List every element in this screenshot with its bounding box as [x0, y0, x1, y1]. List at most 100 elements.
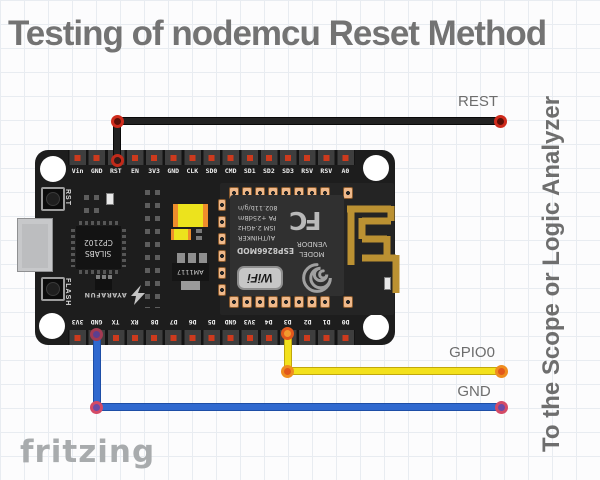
via-column	[145, 190, 160, 308]
gpio0-wire-pin-connector	[281, 327, 294, 340]
regulator-tab	[181, 281, 200, 290]
castellated-pad	[255, 296, 265, 308]
pin-label: SD1	[243, 167, 256, 175]
pin-label: D4	[264, 318, 273, 326]
rest-wire-bendpoint	[111, 115, 124, 128]
leg	[188, 253, 196, 264]
pin-label: GND	[224, 318, 237, 326]
smd-part	[106, 193, 114, 205]
gnd-wire-horizontal	[93, 403, 506, 411]
ai-thinker-swirl-icon	[302, 263, 332, 293]
pin-label: D1	[322, 318, 331, 326]
castellated-pad	[281, 296, 291, 308]
mounting-hole	[363, 314, 389, 340]
pin-label: SD3	[282, 167, 294, 175]
gpio0-wire-label: GPIO0	[449, 344, 495, 361]
button-cap	[46, 282, 60, 296]
pin-label: D7	[169, 318, 178, 326]
gnd-wire-label: GND	[457, 383, 491, 400]
castellated-pad	[218, 216, 226, 228]
flash-button	[41, 277, 65, 301]
smd-pad	[196, 229, 202, 233]
pin-label: CLK	[186, 167, 199, 175]
capacitor	[173, 204, 208, 227]
pin-label: A0	[341, 167, 350, 175]
pin-label: D3	[284, 318, 292, 326]
spec-line: ESP8266MOD	[237, 246, 294, 255]
castellated-pad	[229, 296, 239, 308]
spec-line: AI/THINKER	[238, 234, 276, 242]
castellated-pad	[242, 296, 252, 308]
pin-label: GND	[90, 318, 103, 326]
vendor-label: VENDOR	[296, 240, 328, 248]
side-note-label: To the Scope or Logic Analyzer	[538, 95, 565, 452]
pin-label: D5	[207, 318, 216, 326]
pin-label: 3V3	[71, 318, 84, 326]
usb-shell	[22, 224, 48, 268]
spec-line: 802.11b/g/n	[238, 204, 278, 212]
pin-label: EN	[131, 167, 139, 175]
usb-bridge-chip: CP2102 SILABS	[76, 226, 121, 269]
mounting-hole	[40, 156, 66, 182]
chip-brand: SILABS	[85, 248, 112, 258]
chip-pins	[79, 270, 119, 274]
pin-label: D8	[150, 318, 159, 326]
spec-line: PA +25dBm	[238, 214, 277, 222]
silkscreen-text: AYARAFUN	[84, 291, 127, 299]
pin-label: D2	[303, 318, 312, 326]
chip-pins	[79, 221, 119, 225]
rest-wire-label: REST	[457, 93, 498, 110]
leg	[108, 275, 112, 279]
regulator-label: AM1117	[177, 268, 204, 276]
pin-label: 3V3	[148, 167, 160, 175]
pin-label: D6	[188, 318, 197, 326]
pin-label: GND	[90, 167, 103, 175]
castellated-pad	[343, 296, 353, 308]
reset-button	[41, 187, 65, 211]
castellated-pad	[218, 233, 226, 245]
pin-label: RSV	[301, 167, 314, 175]
pcb-antenna	[347, 205, 400, 293]
bottom-pin-header	[68, 330, 355, 345]
smd-pad	[196, 236, 202, 240]
fcc-mark: FC	[292, 206, 322, 235]
model-label: MODEL	[299, 250, 325, 258]
gnd-wire-pin-connector	[90, 328, 103, 341]
gpio0-wire-horizontal	[284, 367, 506, 375]
voltage-regulator: AM1117	[172, 263, 209, 281]
spec-line: ISM 2.4GHz	[238, 224, 276, 232]
castellated-pad	[218, 284, 226, 296]
castellated-pad	[218, 267, 226, 279]
gnd-wire-bendpoint	[90, 401, 103, 414]
wifi-badge-text: WiFi	[247, 271, 273, 285]
mounting-hole	[363, 155, 389, 181]
pin-label: RST	[109, 167, 122, 175]
leg	[177, 253, 185, 264]
chip-pins	[71, 229, 75, 267]
fritzing-logo: fritzing	[20, 434, 156, 470]
pin-label: RSV	[320, 167, 333, 175]
chip-part-number: CP2102	[84, 237, 113, 247]
gpio0-wire-endpoint	[495, 365, 508, 378]
pin-label: RX	[131, 318, 139, 326]
rest-wire-pin-connector	[111, 154, 124, 167]
rest-wire-endpoint	[494, 115, 507, 128]
pin-label: CMD	[224, 167, 237, 175]
rest-wire-horizontal	[113, 117, 504, 125]
castellated-pad	[343, 187, 353, 199]
castellated-pad	[294, 296, 304, 308]
pin-label: SD0	[205, 167, 218, 175]
leg	[102, 275, 106, 279]
castellated-pad	[218, 250, 226, 262]
pin-label: SD2	[263, 167, 275, 175]
gpio0-wire-bendpoint	[281, 365, 294, 378]
chip-pins	[122, 229, 126, 267]
capacitor	[171, 229, 191, 240]
castellated-pad	[307, 296, 317, 308]
gnd-wire-endpoint	[495, 401, 508, 414]
via-pads	[84, 195, 99, 213]
